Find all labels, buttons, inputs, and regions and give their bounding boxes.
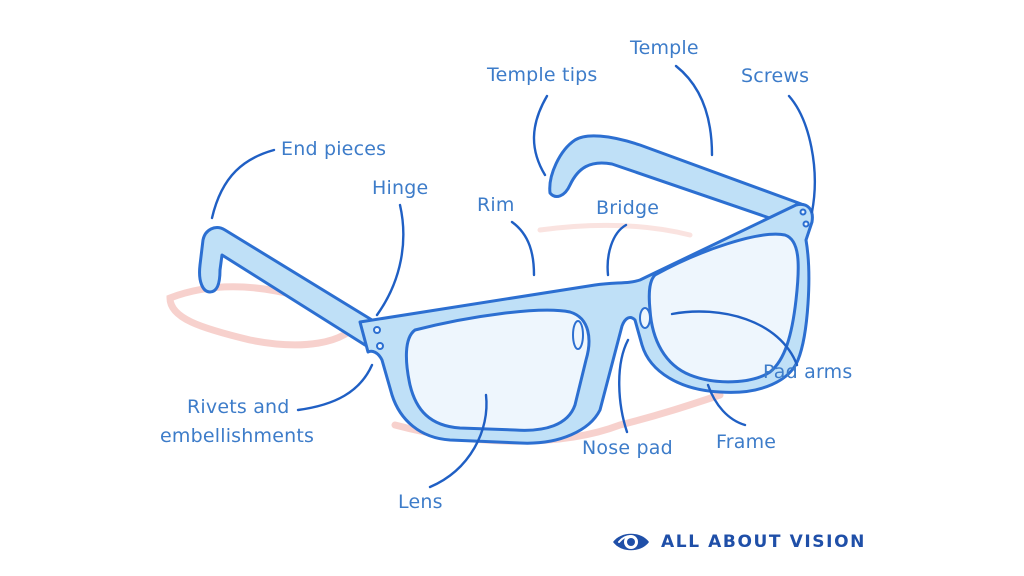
screw: [799, 208, 807, 216]
eye-icon: [613, 533, 649, 551]
label-temple-tips: Temple tips: [487, 64, 598, 86]
label-lens: Lens: [398, 491, 443, 513]
leader-temple-tips: [532, 94, 549, 177]
leader-bridge: [606, 223, 628, 277]
label-temple: Temple: [630, 37, 699, 59]
near-temple: [198, 226, 374, 347]
brand-name: ALL ABOUT VISION: [661, 532, 866, 552]
label-end-pieces: End pieces: [281, 138, 387, 160]
leader-end-pieces: [210, 148, 276, 220]
screw: [802, 220, 810, 228]
leader-lens: [428, 393, 488, 489]
left-lens: [404, 308, 591, 432]
label-bridge: Bridge: [596, 197, 660, 219]
leader-temple: [674, 64, 714, 157]
label-nose-pad: Nose pad: [582, 437, 673, 459]
label-screws: Screws: [741, 65, 810, 87]
leader-hinge: [375, 203, 405, 317]
rivet: [376, 342, 384, 350]
nose-pad-shape: [639, 307, 651, 329]
label-frame: Frame: [716, 431, 777, 453]
label-rivets-line2: embellishments: [160, 425, 315, 447]
leader-nose-pad: [618, 338, 630, 434]
nose-pad-shape: [572, 320, 584, 350]
shadow-far: [537, 222, 693, 238]
leader-rivets: [296, 363, 374, 412]
label-hinge: Hinge: [372, 177, 429, 199]
label-rim: Rim: [477, 194, 515, 216]
label-pad-arms: Pad arms: [763, 361, 853, 383]
leader-pad-arms: [670, 310, 799, 367]
brand-logo: ALL ABOUT VISION: [611, 527, 866, 557]
leader-rim: [510, 220, 536, 277]
leader-screws: [787, 94, 816, 214]
leader-frame: [706, 383, 747, 427]
rivet: [373, 326, 381, 334]
far-temple: [548, 134, 806, 227]
label-rivets-line1: Rivets and: [187, 396, 290, 418]
